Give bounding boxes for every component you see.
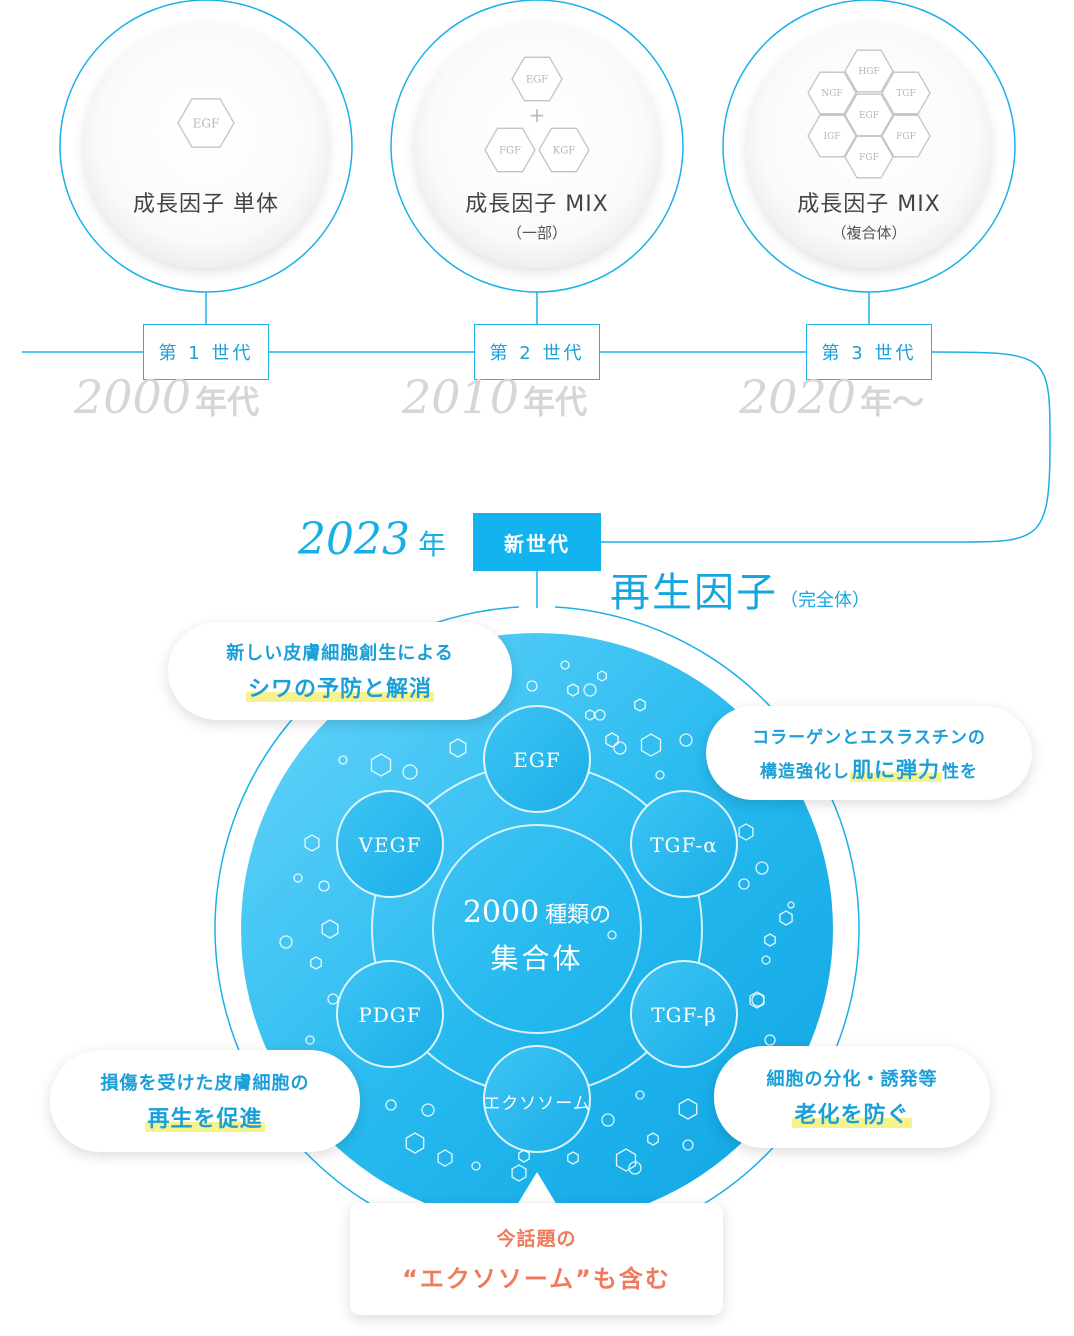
generation-1-title: 成長因子 単体 bbox=[133, 192, 279, 217]
center-kinds: 種類の bbox=[545, 903, 611, 928]
svg-text:KGF: KGF bbox=[553, 146, 575, 157]
svg-text:FGF: FGF bbox=[896, 132, 916, 142]
svg-text:エクソソーム: エクソソーム bbox=[483, 1094, 591, 1114]
generation-3-title: 成長因子 MIX bbox=[797, 192, 941, 217]
svg-text:EGF: EGF bbox=[513, 748, 560, 772]
exosome-note-pointer bbox=[517, 1172, 557, 1205]
svg-text:TGF: TGF bbox=[896, 89, 915, 99]
svg-text:NGF: NGF bbox=[821, 89, 842, 99]
generation-3-subtitle: （複合体） bbox=[831, 224, 907, 242]
growth-factor-hexagons: EGF EGF FGF KGF + HGF NGF TGF EGF IGF FGF FGF bbox=[177, 49, 931, 179]
svg-text:TGF-α: TGF-α bbox=[650, 833, 718, 857]
exosome-note: 今話題の “エクソソーム”も含む bbox=[350, 1203, 723, 1315]
svg-text:TGF-β: TGF-β bbox=[651, 1003, 717, 1027]
center-count: 2000 bbox=[463, 895, 539, 930]
hex-fgf-2: FGF bbox=[484, 127, 536, 173]
svg-text:HGF: HGF bbox=[858, 67, 879, 77]
svg-text:IGF: IGF bbox=[824, 132, 841, 142]
svg-text:FGF: FGF bbox=[859, 153, 879, 163]
benefit-skin-elasticity: コラーゲンとエスラスチンの 構造強化し肌に弾力性を bbox=[706, 706, 1032, 800]
svg-text:EGF: EGF bbox=[526, 75, 548, 86]
hex-ngf: NGF bbox=[807, 71, 857, 115]
generation-2-circle bbox=[390, 0, 684, 293]
hex-igf: IGF bbox=[807, 114, 857, 158]
node-tgf-beta: TGF-β bbox=[630, 960, 738, 1068]
node-exosome: エクソソーム bbox=[483, 1045, 591, 1153]
hex-hgf: HGF bbox=[844, 49, 894, 93]
hex-egf-1: EGF bbox=[177, 98, 235, 148]
generation-2-subtitle: （一部） bbox=[506, 224, 567, 242]
generation-1-label: 第 1 世代 bbox=[143, 324, 269, 380]
svg-text:EGF: EGF bbox=[193, 116, 220, 130]
benefit-anti-aging: 細胞の分化・誘発等 老化を防ぐ bbox=[714, 1046, 990, 1148]
regeneration-factor-title: 再生因子（完全体） bbox=[610, 570, 870, 616]
node-egf: EGF bbox=[483, 705, 591, 813]
svg-text:EGF: EGF bbox=[859, 111, 879, 121]
generation-2-title: 成長因子 MIX bbox=[465, 192, 609, 217]
center-aggregate: 集合体 bbox=[490, 942, 583, 975]
hex-egf-2: EGF bbox=[511, 56, 563, 102]
new-generation-label: 新世代 bbox=[473, 513, 601, 571]
svg-text:FGF: FGF bbox=[499, 146, 521, 157]
generation-2-label: 第 2 世代 bbox=[474, 324, 600, 380]
hex-fgf-3b: FGF bbox=[844, 135, 894, 179]
node-tgf-alpha: TGF-α bbox=[630, 790, 738, 898]
svg-text:PDGF: PDGF bbox=[358, 1003, 421, 1027]
benefit-cell-regeneration: 損傷を受けた皮膚細胞の 再生を促進 bbox=[50, 1050, 360, 1152]
svg-text:VEGF: VEGF bbox=[358, 833, 422, 857]
timeline-line bbox=[22, 292, 1051, 608]
benefit-wrinkle-prevention: 新しい皮膚細胞創生による シワの予防と解消 bbox=[168, 622, 512, 720]
plus-sign: + bbox=[529, 103, 546, 127]
hex-fgf-3a: FGF bbox=[881, 114, 931, 158]
hex-kgf-2: KGF bbox=[538, 127, 590, 173]
generation-3-label: 第 3 世代 bbox=[806, 324, 932, 380]
node-vegf: VEGF bbox=[336, 790, 444, 898]
node-pdgf: PDGF bbox=[336, 960, 444, 1068]
hex-tgf: TGF bbox=[881, 71, 931, 115]
